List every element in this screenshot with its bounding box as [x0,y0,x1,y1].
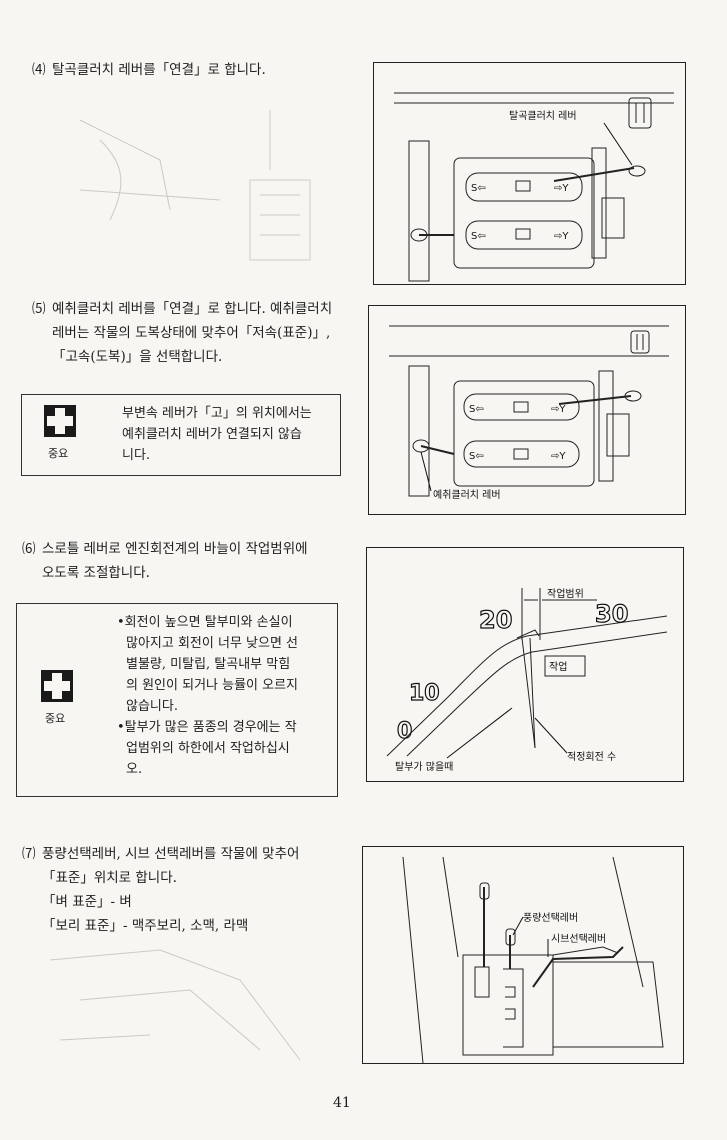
fig3-scale-20: 20 [479,606,512,634]
page-number: 41 [333,1095,351,1111]
fig3-scale-10: 10 [409,681,440,706]
step-4: ⑷ 탈곡클러치 레버를「연결」로 합니다. [32,58,352,82]
bleed-through-sketch-2 [49,949,301,1061]
note-5-line-1: 부변속 레버가「고」의 위치에서는 [122,406,312,421]
step-4-marker: ⑷ [32,62,46,78]
note-6-bullet-2-line-2: 업범위의 하한에서 작업하십시 [126,741,290,756]
note-6-bullet-1-line-1: •회전이 높으면 탈부미와 손실이 [117,615,293,630]
step-5: ⑸ 예취클러치 레버를「연결」로 합니다. 예취클러치 레버는 작물의 도복상태에… [32,297,362,369]
fig3-work-label: 작업 [549,660,567,673]
step-5-line-3: 「고속(도복)」을 선택합니다. [52,349,223,365]
fig3-proper-rpm: 적정회전 수 [567,751,616,763]
fig2-callout: 예취클러치 레버 [433,489,501,501]
step-6: ⑹ 스로틀 레버로 엔진회전계의 바늘이 작업범위에 오도록 조절합니다. [22,537,352,585]
note-6-bullet-1-line-3: 별불량, 미탈립, 탈곡내부 막힘 [126,657,291,672]
fig3-scale-0: 0 [397,719,412,744]
svg-text:S⇦: S⇦ [471,231,486,242]
fig4-callout-a: 풍량선택레버 [523,912,578,924]
svg-text:S⇦: S⇦ [471,183,486,194]
step-5-marker: ⑸ [32,301,46,317]
svg-text:⇨Y: ⇨Y [554,231,569,242]
step-6-line-1: 스로틀 레버로 엔진회전계의 바늘이 작업범위에 [42,541,308,557]
svg-text:⇨Y: ⇨Y [551,451,566,462]
step-7-marker: ⑺ [22,846,36,862]
step-7-line-2: 「표준」위치로 합니다. [42,870,177,886]
figure-threshing-clutch-lever: S⇦ ⇨Y S⇦ ⇨Y 탈곡클러치 레버 [373,62,686,285]
step-7-line-3: 「벼 표준」- 벼 [42,894,132,910]
step-7-line-1: 풍량선택레버, 시브 선택레버를 작물에 맞추어 [42,846,300,862]
fig1-callout: 탈곡클러치 레버 [509,109,577,122]
important-label: 중요 [45,712,66,725]
important-cross-icon [44,405,76,437]
note-5-line-3: 니다. [122,448,151,463]
note-5-line-2: 예취클러치 레버가 연결되지 않습 [122,427,302,442]
bleed-through-sketch-1 [79,110,311,261]
important-label: 중요 [48,447,69,460]
note-box-step-5: 중요 부변속 레버가「고」의 위치에서는 예취클러치 레버가 연결되지 않습 니… [21,394,341,476]
note-6-bullet-1-line-4: 의 원인이 되거나 능률이 오르지 [126,678,299,693]
step-6-line-2: 오도록 조절합니다. [42,565,150,581]
step-5-line-2: 레버는 작물의 도복상태에 맞추어「저속(표준)」, [52,325,331,341]
svg-text:S⇦: S⇦ [469,404,484,415]
svg-text:S⇦: S⇦ [469,451,484,462]
important-cross-icon [41,670,73,702]
note-box-step-6: 중요 •회전이 높으면 탈부미와 손실이 많아지고 회전이 너무 낮으면 선 별… [16,603,338,797]
fig4-callout-b: 시브선택레버 [551,933,606,945]
step-5-line-1: 예취클러치 레버를「연결」로 합니다. 예취클러치 [52,301,333,317]
step-6-marker: ⑹ [22,541,36,557]
fig3-range-label: 작업범위 [547,587,584,600]
svg-text:⇨Y: ⇨Y [554,183,569,194]
figure-engine-tachometer: 작업범위 20 30 10 0 작업 적정회전 수 탈부가 많을때 [366,547,684,782]
note-6-bullet-2-line-3: 오. [126,762,143,777]
fig3-scale-30: 30 [595,600,628,628]
svg-text:⇨Y: ⇨Y [551,404,566,415]
note-6-bullet-1-line-2: 많아지고 회전이 너무 낮으면 선 [126,636,299,651]
figure-reaping-clutch-lever: S⇦ ⇨Y S⇦ ⇨Y 예취클러치 레버 [368,305,686,515]
step-4-text: 탈곡클러치 레버를「연결」로 합니다. [52,62,266,78]
step-7: ⑺ 풍량선택레버, 시브 선택레버를 작물에 맞추어 「표준」위치로 합니다. 「… [22,842,352,938]
note-6-bullet-1-line-5: 않습니다. [126,699,178,714]
fig3-many-husk: 탈부가 많을때 [395,760,453,773]
note-6-bullet-2-line-1: •탈부가 많은 품종의 경우에는 작 [117,720,297,735]
step-7-line-4: 「보리 표준」- 맥주보리, 소맥, 라맥 [42,918,249,934]
figure-air-sieve-levers: 풍량선택레버 시브선택레버 [362,846,684,1064]
